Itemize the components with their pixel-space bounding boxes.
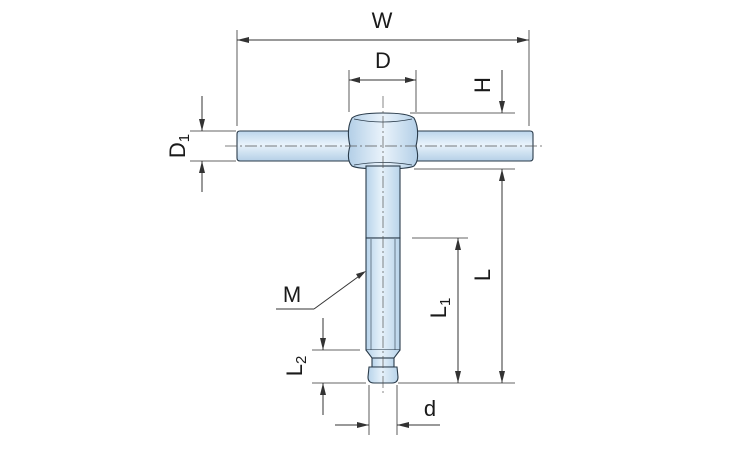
label-l1-main: L	[426, 306, 451, 318]
label-d-tip: d	[424, 396, 436, 421]
label-w: W	[372, 8, 393, 33]
label-l1-sub: 1	[437, 298, 454, 306]
dimension-w: W	[236, 8, 530, 126]
center-lines	[225, 96, 545, 395]
label-l: L	[470, 269, 495, 281]
dimension-l2: L2	[282, 318, 366, 415]
svg-text:L2: L2	[282, 356, 310, 377]
dimension-h: H	[410, 70, 515, 383]
label-d1-main: D	[165, 142, 190, 158]
leader-m: M	[276, 271, 366, 310]
dimension-l1: L1	[412, 237, 468, 383]
dimension-l: L	[398, 168, 515, 384]
label-d-hub: D	[375, 48, 391, 73]
dimension-d-tip: d	[335, 385, 440, 435]
label-l2-main: L	[282, 364, 307, 376]
label-d1-sub: 1	[176, 134, 193, 142]
label-m: M	[283, 282, 301, 307]
dimension-d1: D1	[165, 96, 236, 192]
dimension-d: D	[348, 48, 417, 112]
label-h: H	[470, 77, 495, 93]
svg-text:D1: D1	[165, 134, 193, 158]
svg-text:L1: L1	[426, 298, 454, 319]
label-l2-sub: 2	[293, 356, 310, 364]
